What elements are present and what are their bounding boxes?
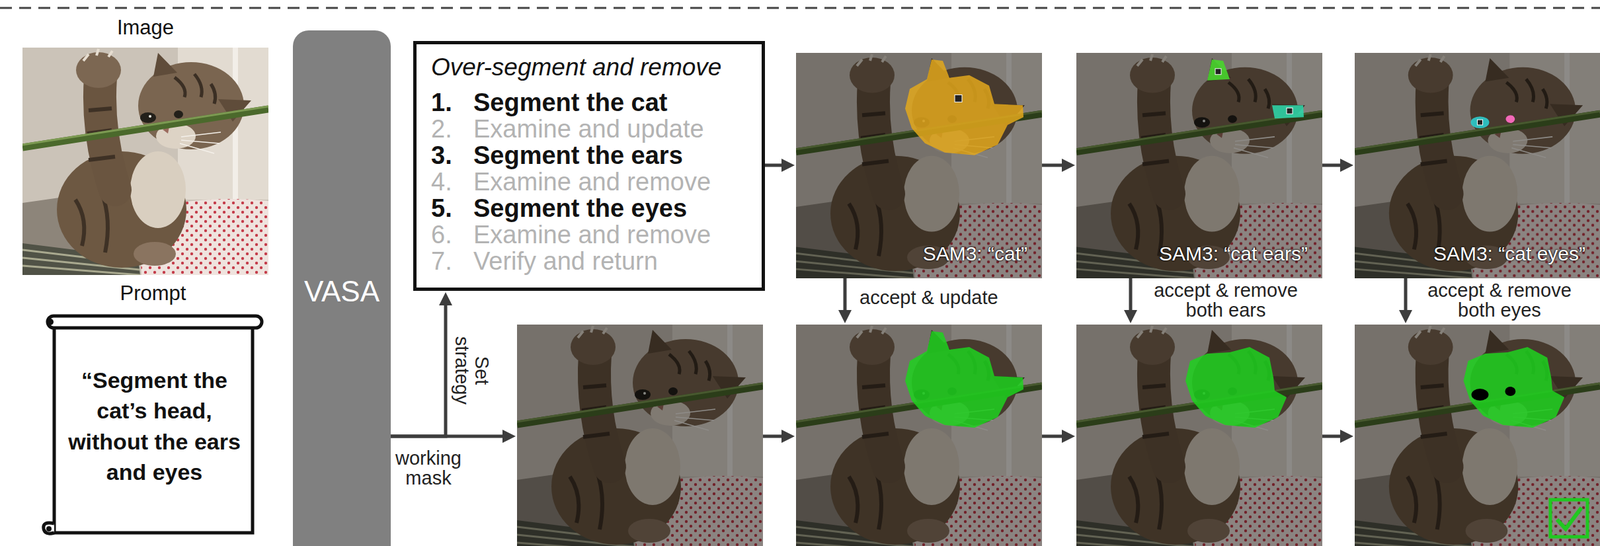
mask-panel (796, 324, 1042, 546)
text-holder: Prompt (22, 281, 284, 306)
strategy-box: Over-segment and remove 1.Segment the cat… (413, 40, 765, 291)
vasa-block: VASA (292, 30, 391, 546)
step-number: 3. (431, 142, 474, 169)
connector-arrow (1404, 278, 1408, 311)
connector-arrow (390, 435, 503, 439)
step-number: 7. (431, 247, 474, 275)
sam3-query: SAM3: “cat ears” (1159, 242, 1308, 266)
mask-head-photo (796, 324, 1042, 546)
strategy-row: 6.Examine and remove (431, 221, 748, 248)
step-text: Verify and return (473, 247, 658, 275)
strategy-row: 4.Examine and remove (431, 168, 748, 196)
dashed-separator (0, 7, 1600, 10)
text-holder: SAM3: “cat” (922, 242, 1028, 266)
step-number: 4. (431, 168, 474, 196)
edge-label-holder: Set strategy (452, 327, 493, 414)
edge-label-holder: accept & remove both eyes (1420, 280, 1579, 321)
scroll-outline (35, 310, 271, 539)
step-number: 6. (431, 221, 474, 248)
working-mask-photo (517, 324, 763, 546)
connector-arrow (764, 163, 782, 168)
connector-arrow (762, 435, 782, 439)
strategy-row: 2.Examine and update (431, 115, 748, 143)
text-holder: SAM3: “cat ears” (1159, 242, 1308, 266)
image-heading: Image (9, 15, 282, 40)
strategy-row: 7.Verify and return (431, 247, 748, 275)
sam3-cat-photo (796, 52, 1042, 279)
strategy-row: 3.Segment the ears (431, 142, 748, 169)
step-number: 1. (431, 89, 474, 116)
step-number: 2. (431, 115, 474, 143)
step-text: Segment the eyes (473, 195, 687, 222)
sam3-panel: SAM3: “cat ears” (1076, 52, 1323, 279)
mask-panel (517, 324, 763, 546)
mask-panel (1354, 324, 1600, 546)
connector-arrow (390, 305, 446, 437)
mask-no-ears-photo (1076, 324, 1323, 546)
input-photo (22, 47, 269, 276)
edge-label-holder: accept & update (859, 287, 1032, 308)
text-holder: SAM3: “cat eyes” (1433, 242, 1586, 266)
connector-arrow (1041, 163, 1062, 168)
vasa-label: VASA (292, 275, 391, 309)
edge-label: working mask (390, 448, 467, 489)
text-holder: VASA (292, 275, 391, 309)
step-text: Segment the cat (473, 89, 668, 116)
connector-arrow (1129, 278, 1133, 311)
strategy-row: 5.Segment the eyes (431, 195, 748, 222)
connector-arrow (1322, 435, 1341, 439)
edge-label: accept & update (859, 287, 999, 308)
prompt-text: “Segment the cat’s head, without the ear… (63, 364, 246, 488)
sam3-query: SAM3: “cat” (922, 242, 1028, 266)
step-text: Examine and remove (473, 168, 711, 196)
edge-label: accept & remove both ears (1146, 280, 1306, 321)
sam3-query: SAM3: “cat eyes” (1433, 242, 1586, 266)
sam3-panel: SAM3: “cat eyes” (1354, 52, 1600, 279)
edge-label-holder: accept & remove both ears (1146, 280, 1306, 321)
prompt-scroll: Prompt“Segment the cat’s head, without t… (35, 310, 271, 539)
step-number: 5. (431, 195, 474, 222)
edge-label: Set strategy (452, 327, 493, 414)
step-text: Examine and remove (473, 221, 711, 248)
connector-arrow (1322, 163, 1341, 168)
sam3-eyes-photo (1354, 52, 1600, 279)
mask-panel (1076, 324, 1323, 546)
step-text: Segment the ears (473, 142, 683, 169)
input-image: Image (22, 47, 269, 276)
edge-label: accept & remove both eyes (1420, 280, 1579, 321)
connector-arrow (1041, 435, 1062, 439)
check-mark (1550, 499, 1588, 537)
mask-final-photo (1354, 324, 1600, 546)
sam3-panel: SAM3: “cat” (796, 52, 1042, 279)
strategy-row: 1.Segment the cat (431, 89, 748, 116)
connector-arrow (843, 278, 847, 311)
edge-label-holder: working mask (390, 448, 467, 489)
strategy-title: Over-segment and remove (431, 52, 748, 83)
prompt-heading: Prompt (22, 281, 284, 306)
text-holder: “Segment the cat’s head, without the ear… (63, 333, 246, 520)
step-text: Examine and update (473, 115, 705, 143)
sam3-ears-photo (1076, 52, 1323, 279)
text-holder: Image (9, 15, 282, 40)
